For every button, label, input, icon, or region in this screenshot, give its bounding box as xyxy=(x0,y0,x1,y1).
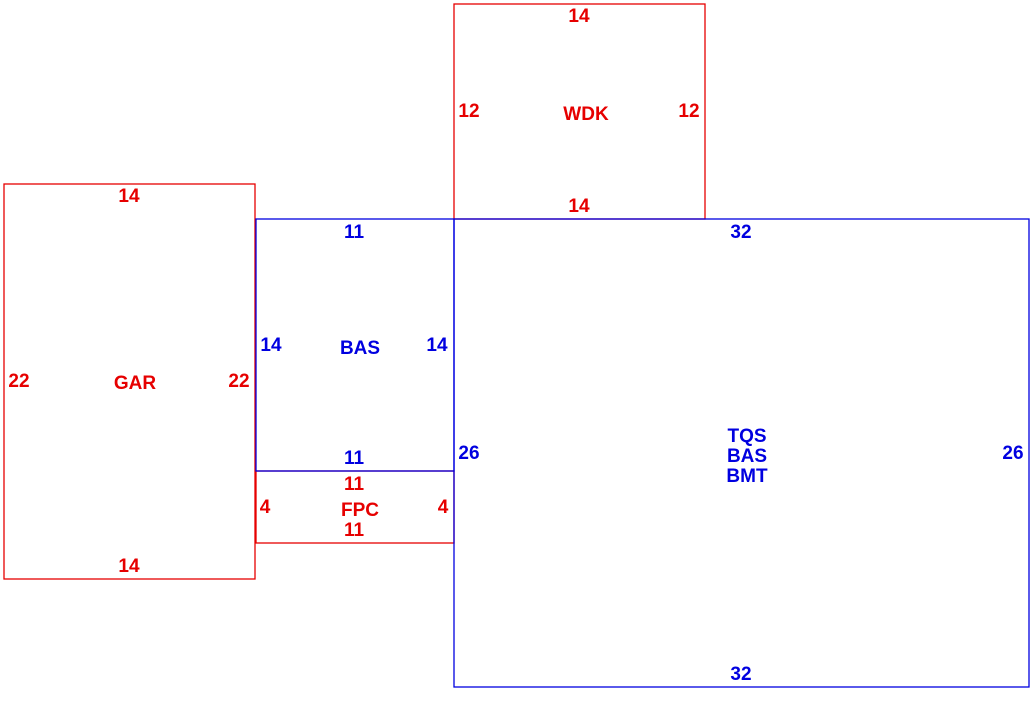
bas-small-dim-top: 11 xyxy=(344,222,365,243)
area-bas-small: BAS 11 11 14 14 xyxy=(255,218,455,472)
gar-dim-left: 22 xyxy=(8,371,29,392)
gar-dim-right: 22 xyxy=(228,371,249,392)
fpc-dim-right: 4 xyxy=(438,497,449,518)
gar-outline xyxy=(3,183,256,580)
wdk-dim-left: 12 xyxy=(458,101,479,122)
wdk-label: WDK xyxy=(563,104,609,125)
gar-dim-top: 14 xyxy=(118,186,140,207)
main-dim-bottom: 32 xyxy=(730,664,751,685)
main-dim-top: 32 xyxy=(730,222,751,243)
wdk-dim-bottom: 14 xyxy=(568,196,590,217)
wdk-dim-right: 12 xyxy=(678,101,699,122)
fpc-label: FPC xyxy=(341,500,379,521)
gar-dim-bottom: 14 xyxy=(118,556,140,577)
main-outline xyxy=(453,218,1030,688)
bas-small-dim-bottom: 11 xyxy=(344,448,365,469)
main-dim-right: 26 xyxy=(1002,443,1023,464)
bas-small-label: BAS xyxy=(340,338,380,359)
area-fpc: FPC 11 11 4 4 xyxy=(255,470,455,544)
main-label-bmt: BMT xyxy=(726,466,768,487)
wdk-dim-top: 14 xyxy=(568,6,590,27)
area-gar: GAR 14 14 22 22 xyxy=(3,183,256,580)
area-wdk: WDK 14 14 12 12 xyxy=(453,3,706,220)
fpc-dim-left: 4 xyxy=(260,497,271,518)
bas-small-dim-left: 14 xyxy=(260,335,282,356)
main-dim-left: 26 xyxy=(458,443,479,464)
gar-label: GAR xyxy=(114,373,157,394)
fpc-dim-bottom: 11 xyxy=(344,520,365,541)
fpc-dim-top: 11 xyxy=(344,474,365,495)
area-main: TQS BAS BMT 32 32 26 26 xyxy=(453,218,1030,688)
main-label-tqs: TQS xyxy=(727,426,766,447)
bas-small-dim-right: 14 xyxy=(426,335,448,356)
main-label-bas: BAS xyxy=(727,446,767,467)
